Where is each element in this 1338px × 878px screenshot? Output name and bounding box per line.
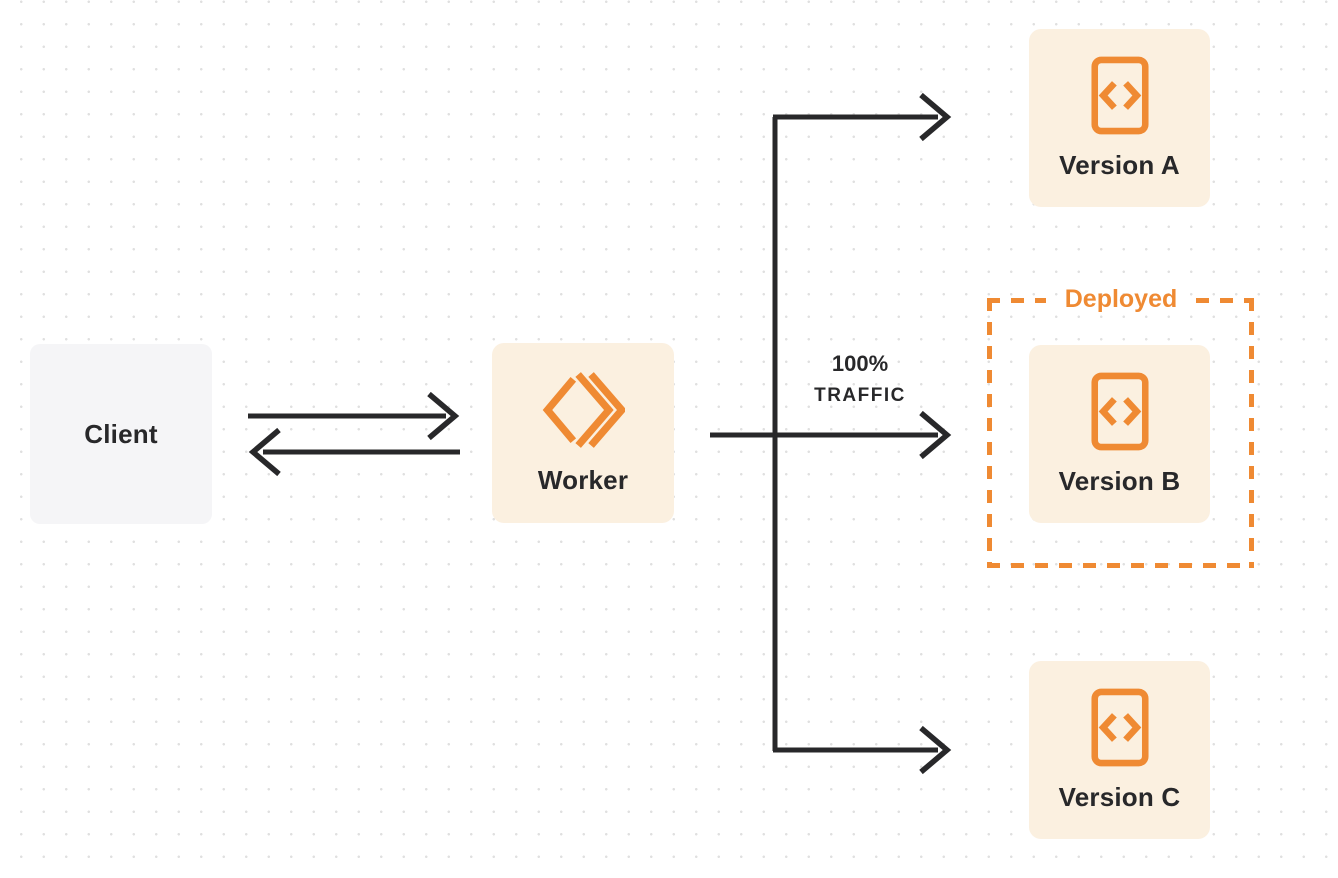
client-label: Client: [84, 418, 158, 449]
client-to-worker-arrow: [248, 391, 460, 441]
code-file-icon: [1090, 372, 1149, 451]
worker-icon: [541, 370, 625, 450]
code-file-icon: [1090, 56, 1149, 135]
branch-to-version-a-arrow: [773, 92, 952, 142]
code-file-icon: [1090, 688, 1149, 767]
deployed-frame-left: [987, 298, 992, 568]
worker-node: Worker: [492, 343, 674, 523]
traffic-percent: 100%: [831, 351, 889, 376]
version-b-label: Version B: [1058, 465, 1181, 496]
traffic-label: 100% TRAFFIC: [790, 348, 930, 412]
version-b-node: Version B: [1029, 345, 1210, 523]
version-a-label: Version A: [1059, 149, 1180, 180]
worker-to-client-arrow: [248, 427, 460, 477]
deployed-label: Deployed: [1064, 285, 1178, 313]
worker-to-version-b-arrow: [710, 410, 952, 460]
deployed-frame-bottom: [987, 563, 1254, 568]
version-a-node: Version A: [1029, 29, 1210, 207]
branch-to-version-c-arrow: [773, 725, 952, 775]
client-node: Client: [30, 344, 212, 524]
worker-label: Worker: [537, 465, 629, 495]
deployed-frame-top-right: [1196, 298, 1254, 303]
version-c-node: Version C: [1029, 661, 1210, 839]
deployed-frame-right: [1249, 298, 1254, 568]
deployed-frame-top-left: [987, 298, 1046, 303]
traffic-word: TRAFFIC: [814, 385, 906, 406]
version-c-label: Version C: [1058, 781, 1181, 812]
